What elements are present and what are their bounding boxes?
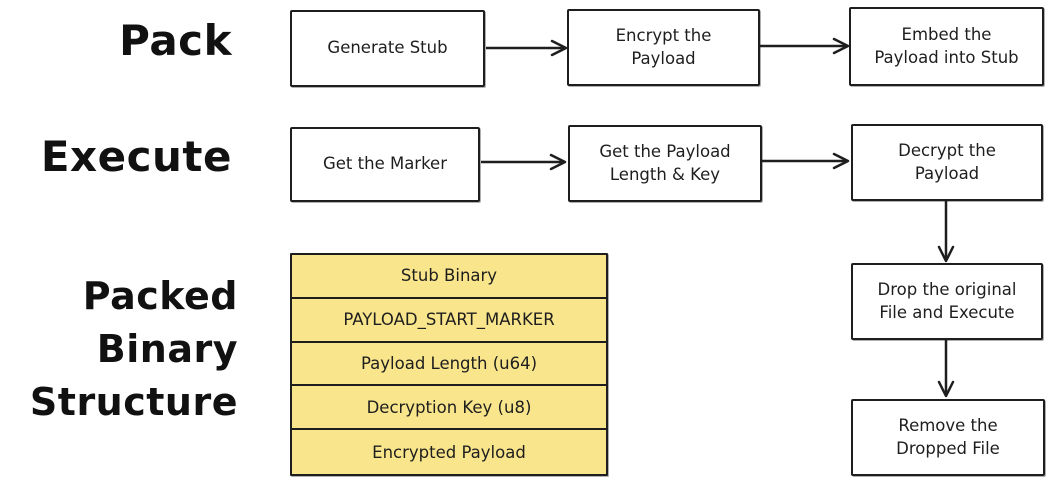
segment-payload-start-marker: PAYLOAD_START_MARKER xyxy=(292,298,606,343)
segment-decryption-key: Decryption Key (u8) xyxy=(292,386,606,431)
pack-step-encrypt-payload: Encrypt the Payload xyxy=(567,9,760,86)
section-label-execute: Execute xyxy=(40,132,232,181)
arrow-encrypt-to-embed xyxy=(760,36,850,56)
segment-payload-length: Payload Length (u64) xyxy=(292,342,606,387)
section-label-packed-binary-structure: Packed Binary Structure xyxy=(29,274,238,424)
execute-step-decrypt-payload: Decrypt the Payload xyxy=(851,124,1043,201)
packed-binary-structure-stack: Stub Binary PAYLOAD_START_MARKER Payload… xyxy=(290,253,608,476)
arrow-generate-to-encrypt xyxy=(486,38,568,58)
pack-step-generate-stub: Generate Stub xyxy=(290,10,485,87)
pack-step-embed-payload-into-stub: Embed the Payload into Stub xyxy=(849,7,1044,86)
execute-step-remove-dropped-file: Remove the Dropped File xyxy=(851,399,1045,476)
arrow-decrypt-to-drop xyxy=(936,201,956,263)
execute-step-get-marker: Get the Marker xyxy=(290,127,480,202)
arrow-marker-to-lengthkey xyxy=(481,152,567,172)
section-label-pack: Pack xyxy=(119,16,232,65)
execute-step-drop-original-file: Drop the original File and Execute xyxy=(851,263,1043,340)
segment-stub-binary: Stub Binary xyxy=(292,255,606,299)
segment-encrypted-payload: Encrypted Payload xyxy=(292,430,606,474)
execute-step-get-payload-length-key: Get the Payload Length & Key xyxy=(568,125,762,202)
arrow-drop-to-remove xyxy=(936,340,956,398)
arrow-lengthkey-to-decrypt xyxy=(762,151,850,171)
